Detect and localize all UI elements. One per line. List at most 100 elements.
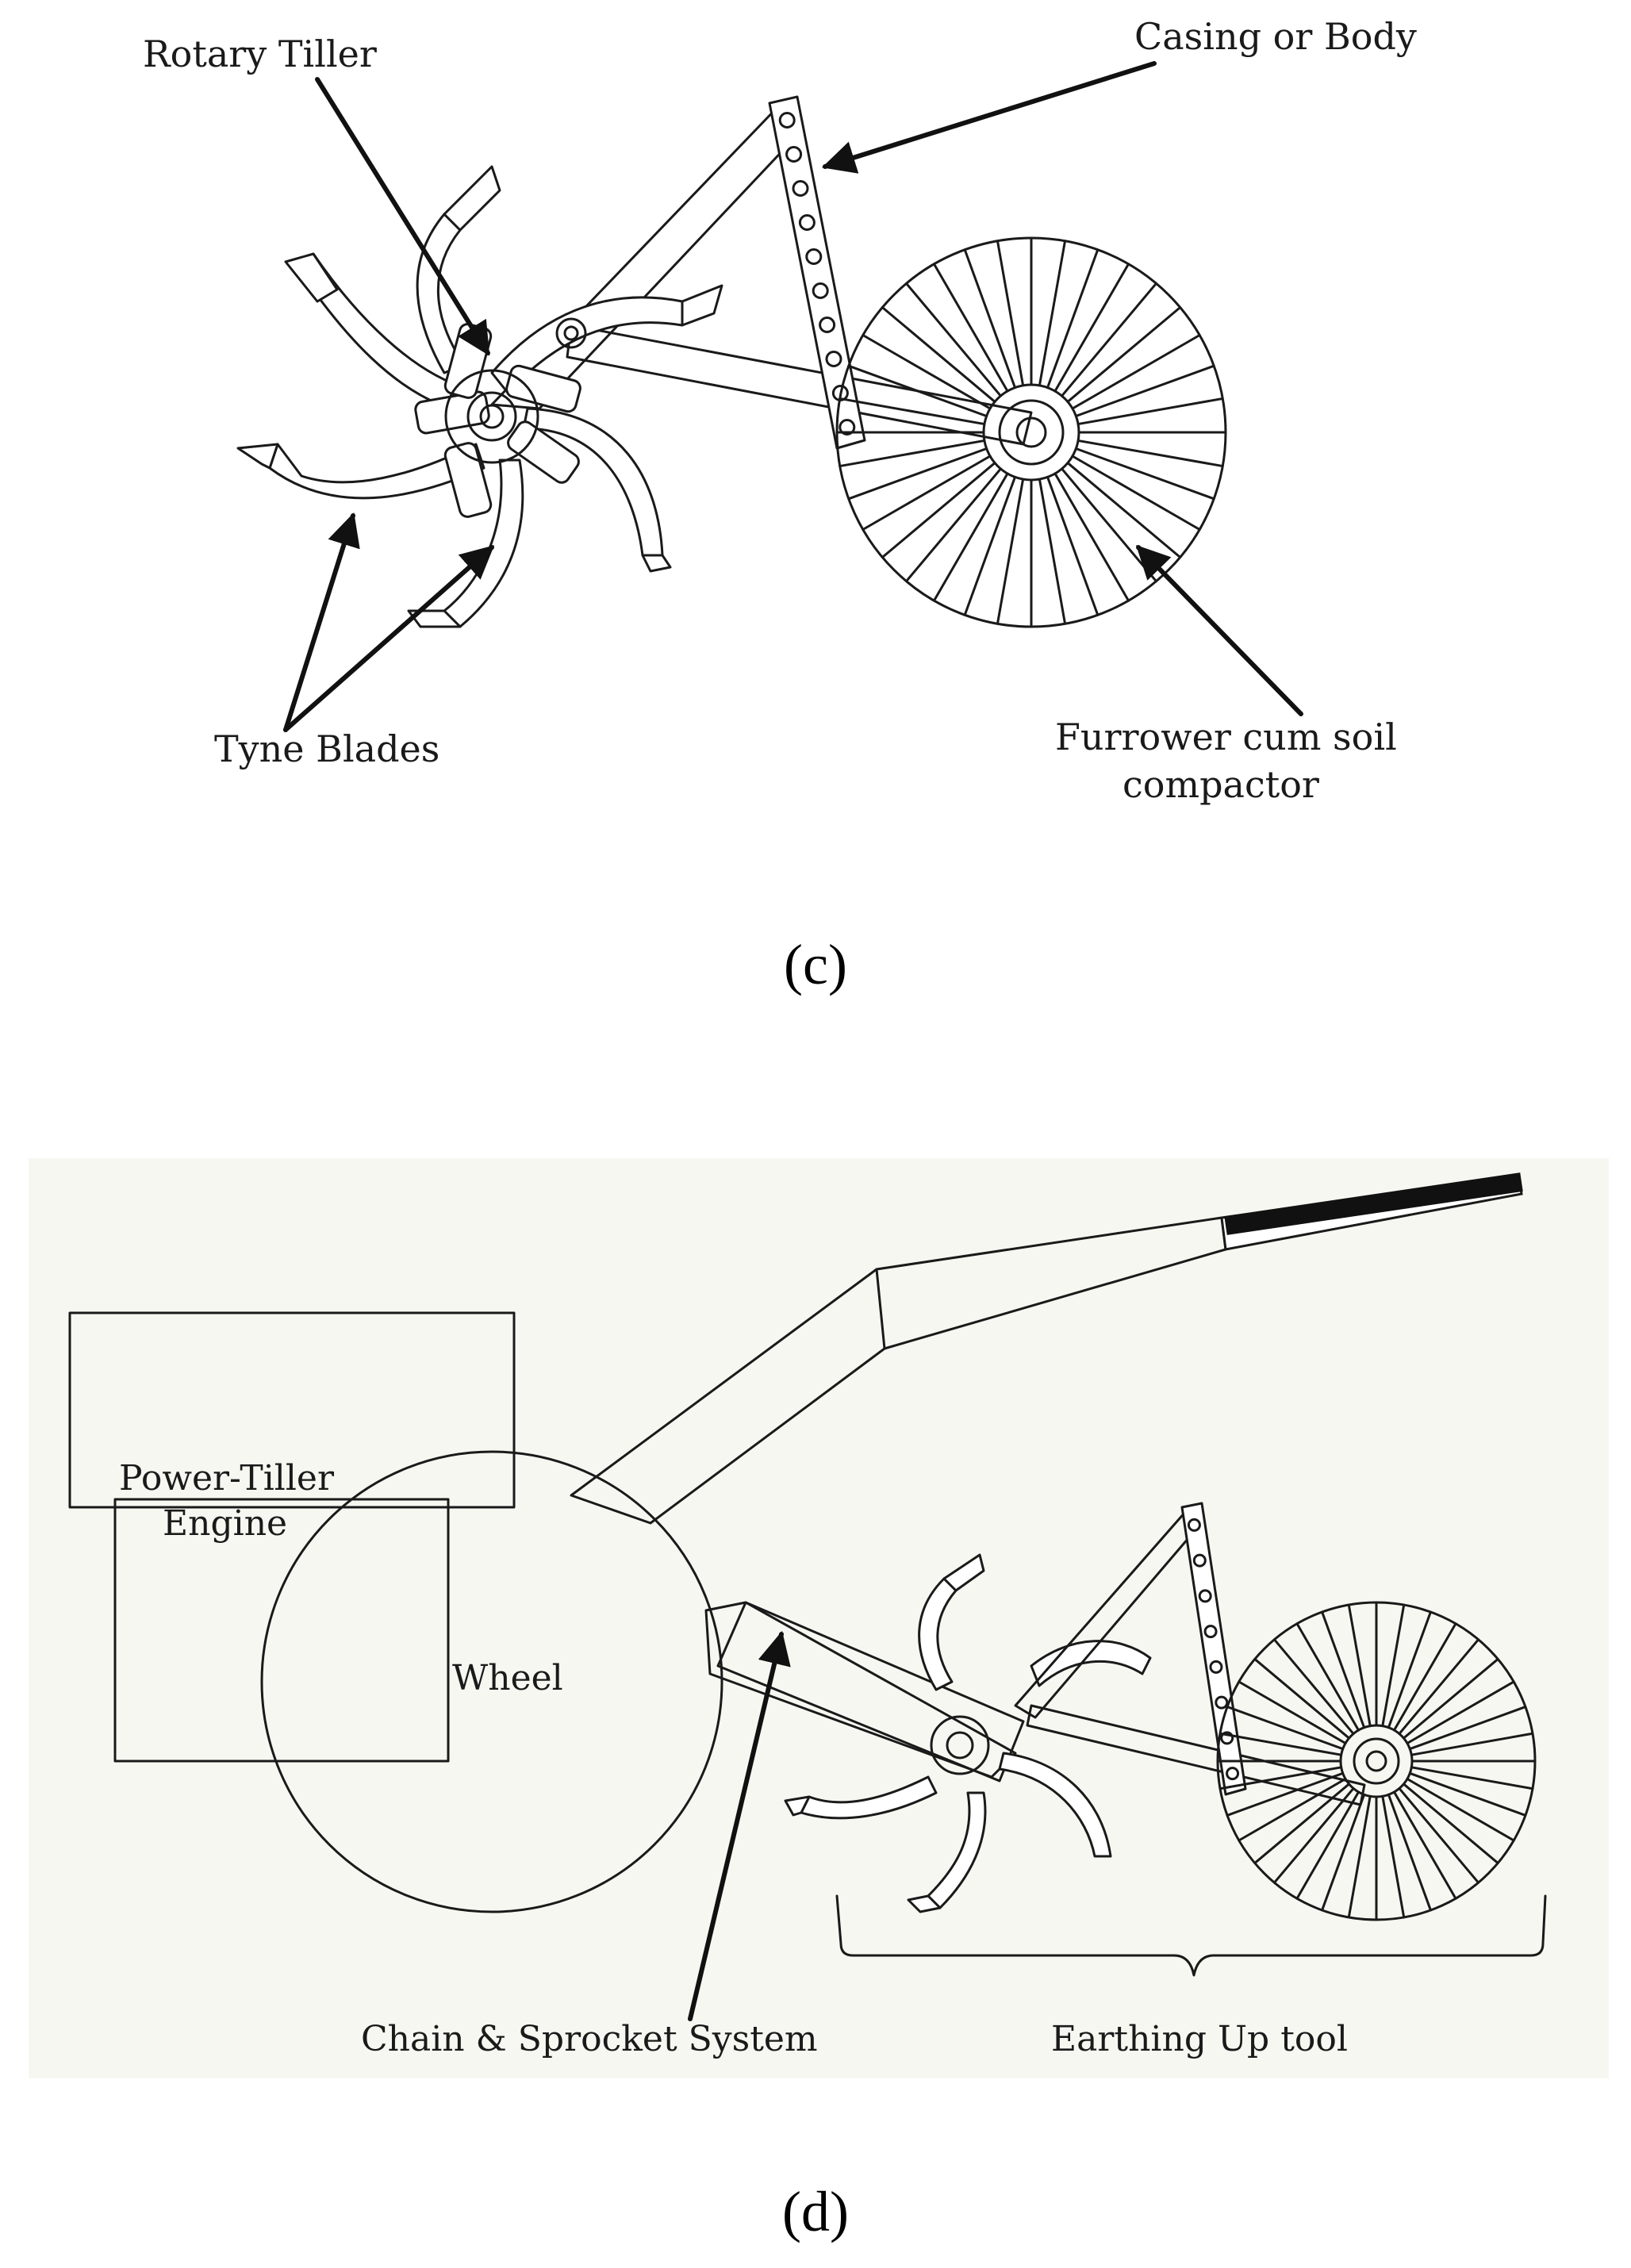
bolt-hole bbox=[798, 214, 816, 231]
bolt-hole bbox=[819, 317, 836, 333]
tyne-blades-label: Tyne Blades bbox=[214, 727, 439, 770]
wheel-spoke bbox=[933, 472, 1009, 602]
wheel-spoke bbox=[1295, 1790, 1360, 1900]
power-tiller-engine: Power-Tiller Engine bbox=[68, 1311, 516, 1763]
wheel-spoke bbox=[1347, 1794, 1372, 1919]
bolt-hole bbox=[1187, 1518, 1201, 1532]
wheel-spoke bbox=[1066, 462, 1182, 558]
wheel-spoke bbox=[1238, 1778, 1347, 1842]
wheel-spoke bbox=[1218, 1766, 1343, 1790]
wheel-spoke bbox=[1226, 1771, 1345, 1817]
wheel-spoke bbox=[847, 364, 988, 417]
chain-sprocket-label: Chain & Sprocket System bbox=[361, 2019, 818, 2059]
bolt-hole bbox=[792, 180, 809, 197]
wheel-spoke bbox=[1402, 1783, 1499, 1865]
earthing-tool-casing-holes bbox=[1187, 1518, 1240, 1781]
wheel-spoke bbox=[963, 475, 1016, 616]
furrower-label-line1: Furrower cum soil bbox=[1055, 716, 1397, 758]
wheel-spoke bbox=[1218, 1732, 1343, 1756]
bolt-hole bbox=[839, 419, 856, 436]
bolt-hole bbox=[1220, 1731, 1234, 1745]
wheel-spoke bbox=[1076, 439, 1224, 468]
wheel-spoke bbox=[1053, 472, 1130, 602]
wheel-spoke bbox=[1321, 1793, 1366, 1912]
wheel-label: Wheel bbox=[452, 1658, 563, 1698]
wheel-spoke bbox=[1393, 1790, 1457, 1900]
wheel-spoke bbox=[933, 263, 1009, 393]
wheel-spoke bbox=[1347, 1603, 1372, 1728]
furrower-arrow bbox=[1136, 544, 1303, 716]
rotary-tiller-arrow bbox=[315, 77, 490, 356]
wheel-spoke bbox=[1066, 306, 1182, 403]
wheel-spoke bbox=[862, 455, 992, 531]
drive-wheel: Wheel bbox=[260, 1450, 723, 1913]
wheel-spoke bbox=[1406, 1680, 1515, 1744]
wheel-spoke bbox=[1074, 447, 1215, 501]
panel-d-background bbox=[29, 1158, 1609, 2078]
bolt-hole bbox=[805, 248, 823, 265]
wheel-spoke bbox=[1061, 282, 1157, 397]
wheel-spoke bbox=[1071, 455, 1201, 531]
wheel-spoke bbox=[1387, 1610, 1432, 1729]
wheel-spoke bbox=[1238, 1680, 1347, 1744]
panel-c: Rotary Tiller Casing or Body Tyne Blades… bbox=[143, 15, 1417, 996]
wheel-spoke bbox=[1272, 1786, 1355, 1884]
bolt-hole bbox=[1215, 1695, 1229, 1710]
wheel-spoke bbox=[1038, 240, 1067, 387]
wheel-spoke bbox=[1408, 1706, 1527, 1751]
wheel-spoke bbox=[1253, 1657, 1351, 1740]
bolt-hole bbox=[778, 112, 796, 129]
casing-or-body-label: Casing or Body bbox=[1134, 15, 1417, 58]
furrower-spokes bbox=[835, 236, 1227, 628]
earthing-tool-wheel bbox=[1216, 1601, 1537, 1921]
bolt-hole bbox=[1198, 1589, 1212, 1603]
wheel-spoke bbox=[1046, 475, 1099, 616]
wheel-spoke bbox=[1226, 1706, 1345, 1751]
wheel-spoke bbox=[1387, 1793, 1432, 1912]
earthing-tool-brace bbox=[835, 1894, 1547, 1977]
pointer-arrows-c bbox=[283, 61, 1303, 732]
wheel-spoke bbox=[1408, 1771, 1527, 1817]
wheel-spoke bbox=[1393, 1622, 1457, 1732]
handle bbox=[570, 1172, 1523, 1525]
wheel-spoke bbox=[1398, 1638, 1480, 1736]
wheel-spoke bbox=[839, 397, 986, 426]
engine-label-line1: Power-Tiller bbox=[119, 1458, 335, 1499]
wheel-spoke bbox=[996, 240, 1025, 387]
bolt-hole bbox=[1226, 1767, 1240, 1781]
wheel-spoke bbox=[1038, 478, 1067, 625]
wheel-spoke bbox=[881, 306, 996, 403]
wheel-spoke bbox=[963, 248, 1016, 390]
wheel-spoke bbox=[1295, 1622, 1360, 1732]
wheel-spoke bbox=[1410, 1766, 1534, 1790]
wheel-spoke bbox=[1076, 397, 1224, 426]
wheel-spoke bbox=[839, 439, 986, 468]
furrower-label-line2: compactor bbox=[1123, 763, 1319, 806]
wheel-spoke bbox=[1046, 248, 1099, 390]
engine-label-line2: Engine bbox=[163, 1503, 287, 1544]
wheel-spoke bbox=[881, 462, 996, 558]
bolt-hole bbox=[785, 146, 803, 163]
furrower-wheel bbox=[835, 236, 1227, 628]
rotary-tiller-label: Rotary Tiller bbox=[143, 33, 377, 75]
wheel-spoke bbox=[847, 447, 988, 501]
bolt-hole bbox=[1209, 1660, 1223, 1674]
panel-d: Power-Tiller Engine Wheel bbox=[29, 1158, 1609, 2243]
wheel-spoke bbox=[1398, 1786, 1480, 1884]
earthing-tool-spokes bbox=[1216, 1601, 1537, 1921]
wheel-spoke bbox=[905, 282, 1002, 397]
casing-arrow bbox=[821, 61, 1157, 174]
chain-sprocket-arrow bbox=[688, 1630, 791, 2021]
panel-d-caption: (d) bbox=[782, 2180, 849, 2243]
tyne-blade-arrow-2 bbox=[283, 545, 495, 732]
wheel-spoke bbox=[1272, 1638, 1355, 1736]
wheel-spoke bbox=[1381, 1794, 1406, 1919]
wheel-spoke bbox=[1071, 334, 1201, 410]
bolt-hole bbox=[1203, 1625, 1218, 1639]
bolt-hole bbox=[1192, 1553, 1207, 1568]
wheel-spoke bbox=[1381, 1603, 1406, 1728]
wheel-spoke bbox=[905, 467, 1002, 583]
bolt-hole bbox=[812, 282, 829, 299]
bolt-hole bbox=[825, 351, 842, 367]
